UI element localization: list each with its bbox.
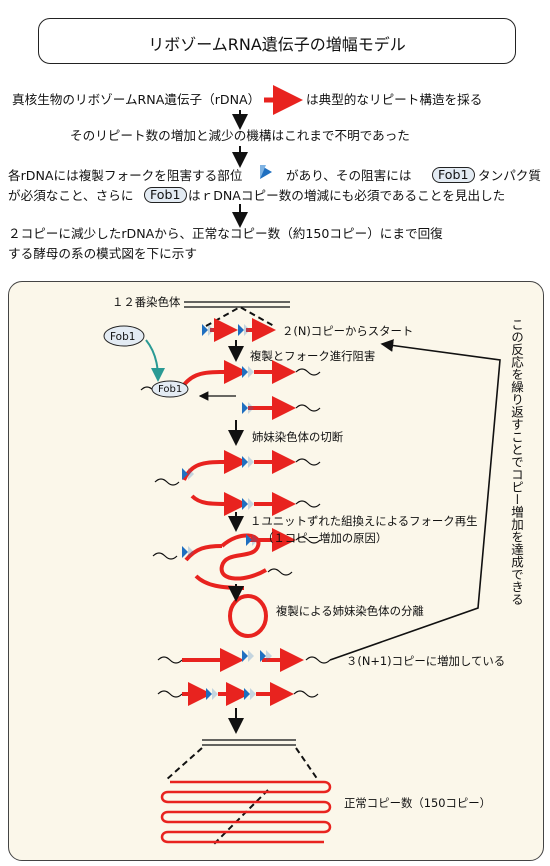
- fob1-label-2: Fob1: [144, 187, 187, 203]
- separation-label: 複製による姉妹染色体の分離: [276, 604, 424, 618]
- replication-fork: [178, 360, 296, 420]
- repeat-note: この反応を繰り返すことでコピー増加を達成できる: [509, 318, 524, 606]
- fob1-label-1: Fob1: [432, 167, 475, 183]
- fob1-bound-ellipse: [151, 380, 189, 398]
- step1-text-b: は典型的なリピート構造を採る: [306, 92, 483, 107]
- repeat-feedback-arrow: [329, 339, 501, 661]
- step2-text: そのリピート数の増加と減少の機構はこれまで不明であった: [70, 128, 410, 143]
- increased-label: ３(N+1)コピーに増加している: [346, 654, 506, 668]
- break-label: 姉妹染色体の切断: [252, 430, 344, 444]
- broken-sister: [182, 450, 296, 516]
- step3-text-d: が必須なこと、さらに: [8, 188, 134, 203]
- start-label: ２(N)コピーからスタート: [282, 324, 414, 338]
- step3-text-e: はｒDNAコピー数の増減にも必須であることを見出した: [188, 188, 506, 203]
- step4-text-a: ２コピーに減少したrDNAから、正常なコピー数（約150コピー）にまで回復: [8, 226, 443, 241]
- step3-text-c: タンパク質: [478, 168, 541, 183]
- stall-label: 複製とフォーク進行阻害: [250, 349, 376, 363]
- normal-copy-label: 正常コピー数（150コピー）: [344, 796, 492, 810]
- chromosome-zoom-dashes: [205, 305, 275, 327]
- step3-text-b: があり、その阻害には: [286, 168, 412, 183]
- fob1-free-label: Fob1: [110, 331, 136, 343]
- page-title: リボゾームRNA遺伝子の増幅モデル: [148, 35, 406, 54]
- step4-text-b: する酵母の系の模式図を下に示す: [8, 246, 197, 261]
- separation-loop: [182, 594, 304, 672]
- step3-text-a: 各rDNAには複製フォークを阻害する部位: [8, 168, 243, 183]
- step1-text-a: 真核生物のリボゾームRNA遺伝子（rDNA）: [12, 92, 261, 107]
- fob1-free-ellipse: [103, 325, 145, 347]
- legend-rfb-icon: [260, 165, 272, 179]
- fob1-bound-label: Fob1: [158, 384, 183, 395]
- fob1-binding-arrow: [145, 339, 165, 382]
- restart-label-1: １ユニットずれた組換えによるフォーク再生: [250, 514, 478, 528]
- restart-label-2: （１コピー増加の原因）: [262, 531, 388, 545]
- normal-copy-array: [160, 780, 332, 844]
- title-box: リボゾームRNA遺伝子の増幅モデル: [38, 18, 516, 64]
- chromosome-12-label: １２番染色体: [112, 295, 181, 309]
